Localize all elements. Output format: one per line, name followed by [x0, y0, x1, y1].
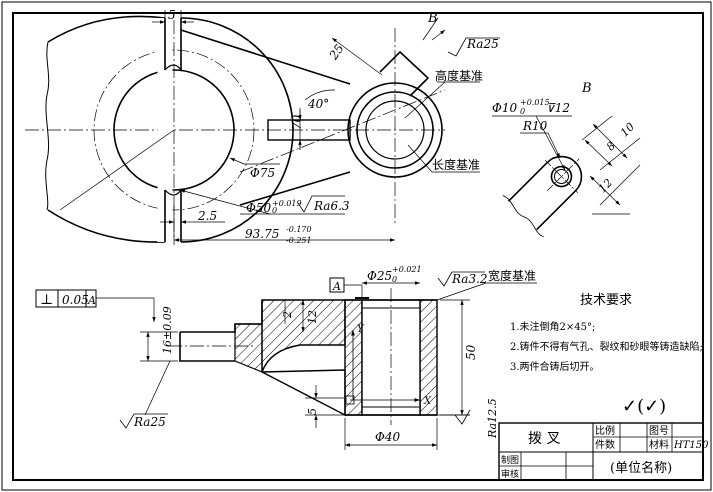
tol-93-75-upper: -0.170: [286, 225, 312, 234]
checked-label: 审核: [501, 468, 519, 480]
tech-item-1: 1.未注倒角2×45°;: [510, 320, 595, 333]
dim-50: 50: [464, 344, 478, 360]
dim-16: 16±0.09: [161, 306, 174, 354]
dim-10-b: 10: [618, 120, 637, 139]
dim-2-sec: 2: [281, 311, 294, 319]
tech-item-2: 2.铸件不得有气孔、裂纹和砂眼等铸造缺陷;: [510, 340, 703, 353]
dim-93-75: 93.75: [245, 227, 279, 241]
rough-ra125: Ra12.5: [486, 398, 499, 439]
view-arrow-b: B: [427, 11, 438, 26]
dim-40deg: 40°: [307, 97, 329, 111]
qty-label: 件数: [595, 438, 615, 451]
material-label: 材料: [649, 438, 669, 451]
tol-93-75-lower: -0.251: [286, 236, 312, 245]
dim-phi40: Φ40: [375, 430, 400, 444]
perp-symbol: ⊥: [40, 292, 53, 308]
rough-ra32: Ra3.2: [451, 272, 488, 286]
dim-5-sec: 5: [306, 408, 319, 415]
dim-phi50: Φ50: [246, 201, 271, 215]
dim-2-5: 2.5: [197, 209, 217, 223]
hole-tol-upper: +0.015: [520, 98, 550, 107]
view-b: B Φ10 +0.015 0 ⊽12 R10 10 8 12: [492, 81, 641, 238]
drawing-no-label: 图号: [649, 425, 669, 437]
scale-label: 比例: [595, 424, 615, 437]
tol-phi50-upper: +0.019: [272, 199, 302, 208]
label-length-datum: 长度基准: [432, 157, 480, 172]
company: (单位名称): [610, 460, 672, 476]
axis-x: X: [423, 396, 432, 407]
title-block: 拨 叉 比例 图号 件数 材料 HT150 制图 审核 (单位名称): [498, 422, 709, 481]
tol-phi25-upper: +0.021: [392, 265, 422, 274]
hole-spec: Φ10: [492, 101, 517, 115]
section-view: ⊥ 0.05 A A Φ25 +0.021 0 Ra3.2: [35, 265, 537, 450]
tech-item-3: 3.两件合铸后切开。: [510, 360, 600, 373]
perp-tol: 0.05: [62, 293, 89, 307]
perp-datum: A: [87, 294, 96, 307]
part-name: 拨 叉: [528, 431, 560, 447]
dim-r10: R10: [522, 119, 548, 133]
view-b-title: B: [581, 81, 592, 96]
dim-12-sec: 12: [306, 310, 319, 324]
dim-70: 70: [290, 114, 304, 130]
dim-5-top: 5: [168, 8, 176, 22]
tol-phi25-lower: 0: [392, 275, 397, 284]
dim-25: 25: [326, 42, 347, 63]
dim-8-b: 8: [604, 139, 618, 153]
rough-ra25-top: Ra25: [466, 37, 499, 51]
hole-tol-lower: 0: [520, 107, 525, 116]
tol-phi50-lower: 0: [272, 206, 277, 215]
top-view: 5 25 B Ra25 高度基准 长度基准 40° 70 Φ75 Φ50 +0.…: [25, 8, 500, 245]
label-height-datum: 高度基准: [435, 68, 483, 83]
label-width-datum: 宽度基准: [488, 268, 536, 283]
rough-ra63: Ra6.3: [313, 199, 350, 213]
axis-y: Y: [357, 324, 365, 335]
dim-phi75: Φ75: [250, 166, 275, 180]
drawing-frame: [12, 12, 704, 481]
hole-depth: ⊽12: [546, 101, 570, 115]
rough-ra25-sec: Ra25: [133, 415, 166, 429]
datum-a: A: [332, 280, 341, 293]
tech-title: 技术要求: [580, 293, 632, 308]
material-value: HT150: [673, 440, 709, 451]
general-roughness: ✓(✓): [622, 396, 666, 417]
dim-phi25: Φ25: [367, 269, 392, 283]
tech-requirements: 技术要求 1.未注倒角2×45°; 2.铸件不得有气孔、裂纹和砂眼等铸造缺陷; …: [510, 293, 703, 417]
drawn-label: 制图: [501, 454, 519, 466]
